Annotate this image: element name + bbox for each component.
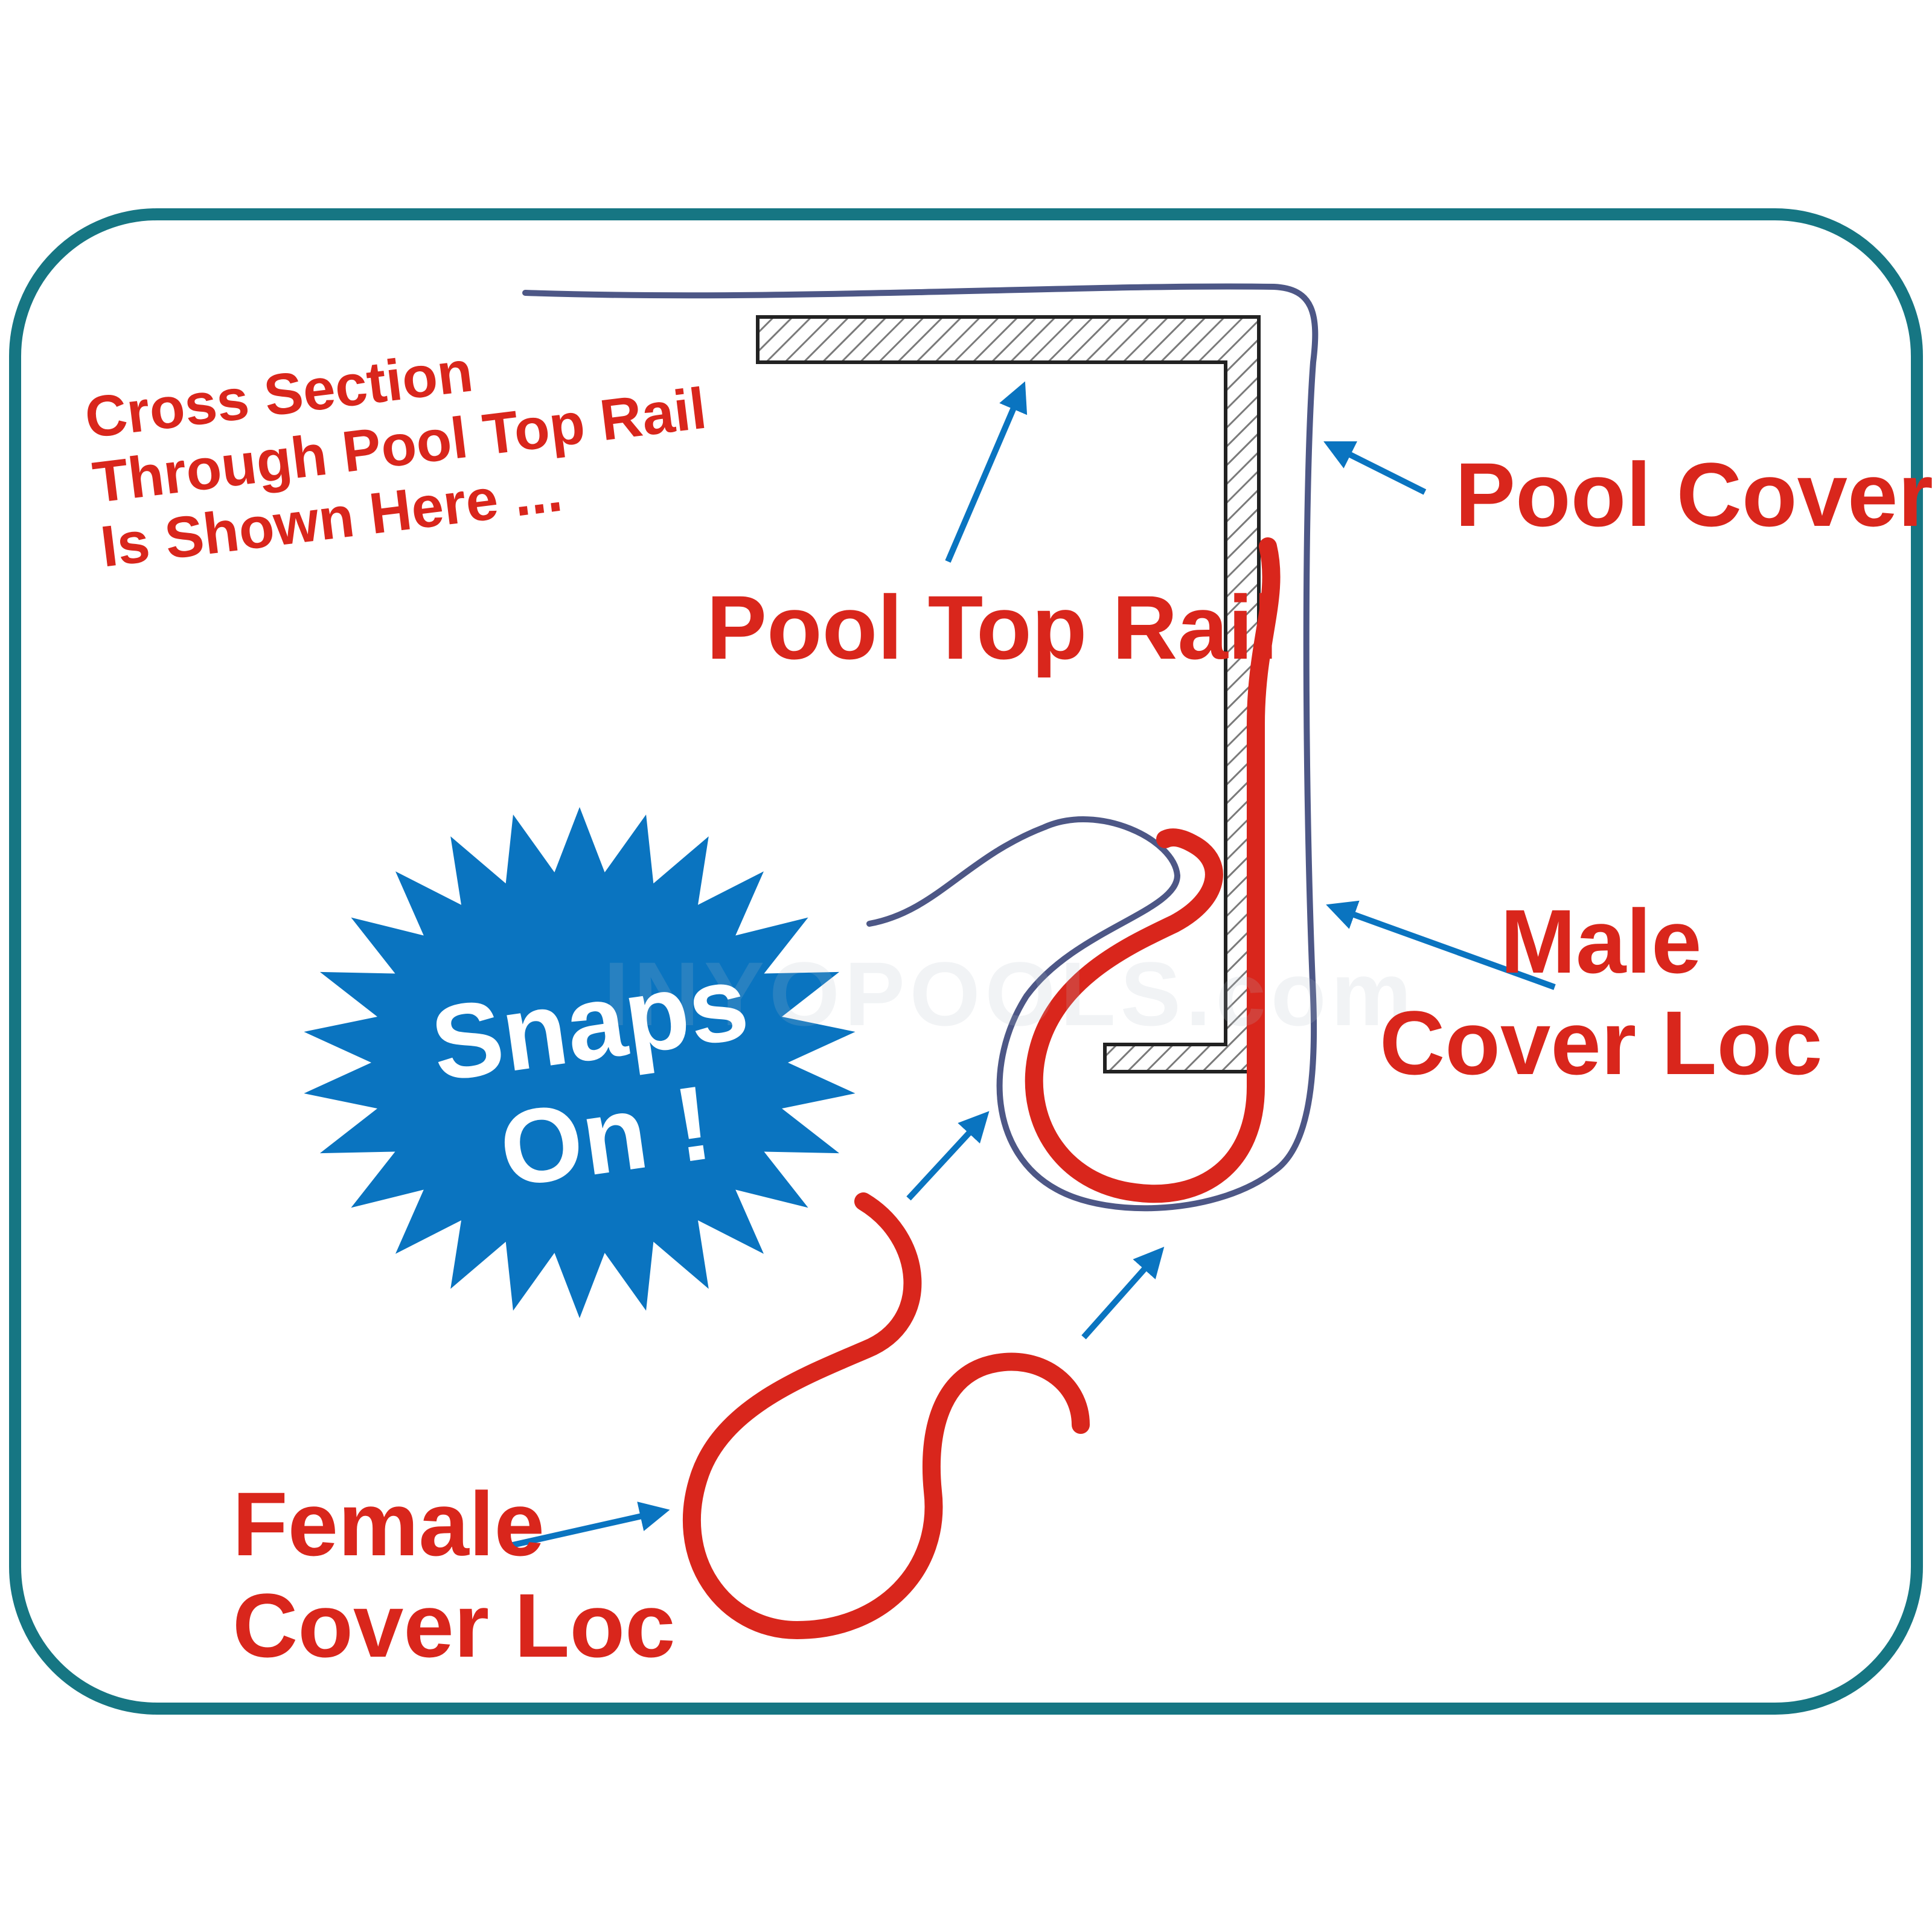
female-cover-loc-label: Female Cover Loc	[232, 1473, 676, 1676]
outer-frame	[9, 208, 1923, 1715]
arrow-snap-upper	[906, 1111, 990, 1201]
arrow-to-female	[509, 1502, 670, 1549]
pool-cover-label: Pool Cover	[1455, 444, 1932, 545]
female-cover-loc-shape	[682, 1192, 1090, 1639]
pool-top-rail-label: Pool Top Rail	[706, 577, 1279, 678]
arrow-to-male	[1326, 900, 1556, 990]
arrow-to-cover	[1323, 441, 1427, 495]
male-label-line-2: Cover Loc	[1380, 992, 1823, 1093]
male-cover-loc-shape	[1025, 537, 1281, 1203]
male-cover-loc-label: Male Cover Loc	[1380, 891, 1823, 1093]
arrow-snap-lower	[1081, 1247, 1165, 1340]
watermark-text: INYOPOOLS.com	[604, 943, 1416, 1044]
snaps-on-starburst	[304, 807, 856, 1319]
female-label-line-1: Female	[232, 1473, 545, 1575]
female-label-line-2: Cover Loc	[232, 1575, 676, 1676]
pool-cover-line	[522, 283, 1319, 1212]
male-label-line-1: Male	[1500, 891, 1702, 992]
pool-top-rail-shape	[756, 315, 1261, 1073]
arrow-to-rail	[945, 381, 1028, 563]
